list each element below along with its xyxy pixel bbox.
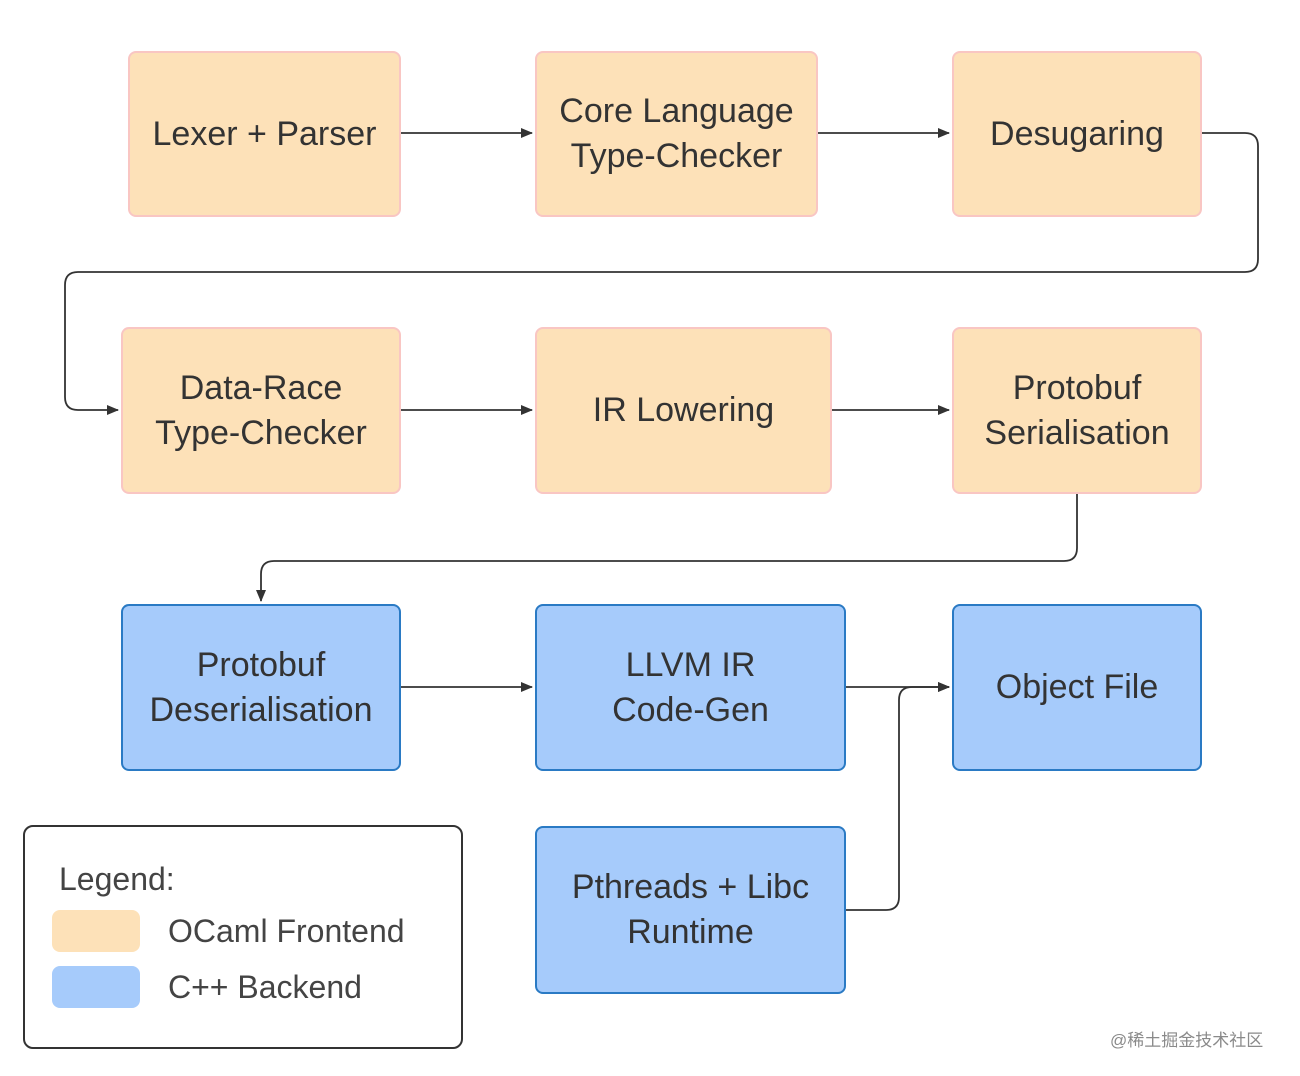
legend: Legend: OCaml Frontend C++ Backend <box>23 825 463 1049</box>
watermark: @稀土掘金技术社区 <box>1110 1031 1264 1050</box>
legend-swatch-frontend <box>52 910 140 952</box>
arrow-desugaring-to-datarace <box>64 132 1259 415</box>
node-ir-lowering: IR Lowering <box>535 327 832 494</box>
node-object-file: Object File <box>952 604 1202 771</box>
node-desugaring: Desugaring <box>952 51 1202 217</box>
arrow-runtime-to-objectfile <box>846 682 950 911</box>
node-lexer-parser: Lexer + Parser <box>128 51 401 217</box>
node-llvm-ir-codegen: LLVM IR Code-Gen <box>535 604 846 771</box>
legend-swatch-backend <box>52 966 140 1008</box>
node-pthreads-libc-runtime: Pthreads + Libc Runtime <box>535 826 846 994</box>
node-protobuf-deserialisation: Protobuf Deserialisation <box>121 604 401 771</box>
legend-title: Legend: <box>59 861 175 897</box>
legend-label-frontend: OCaml Frontend <box>168 913 405 949</box>
node-protobuf-serialisation: Protobuf Serialisation <box>952 327 1202 494</box>
node-core-language-typechecker: Core Language Type-Checker <box>535 51 818 217</box>
node-datarace-typechecker: Data-Race Type-Checker <box>121 327 401 494</box>
legend-label-backend: C++ Backend <box>168 969 362 1005</box>
arrow-serialisation-to-deserialisation <box>256 494 1078 602</box>
